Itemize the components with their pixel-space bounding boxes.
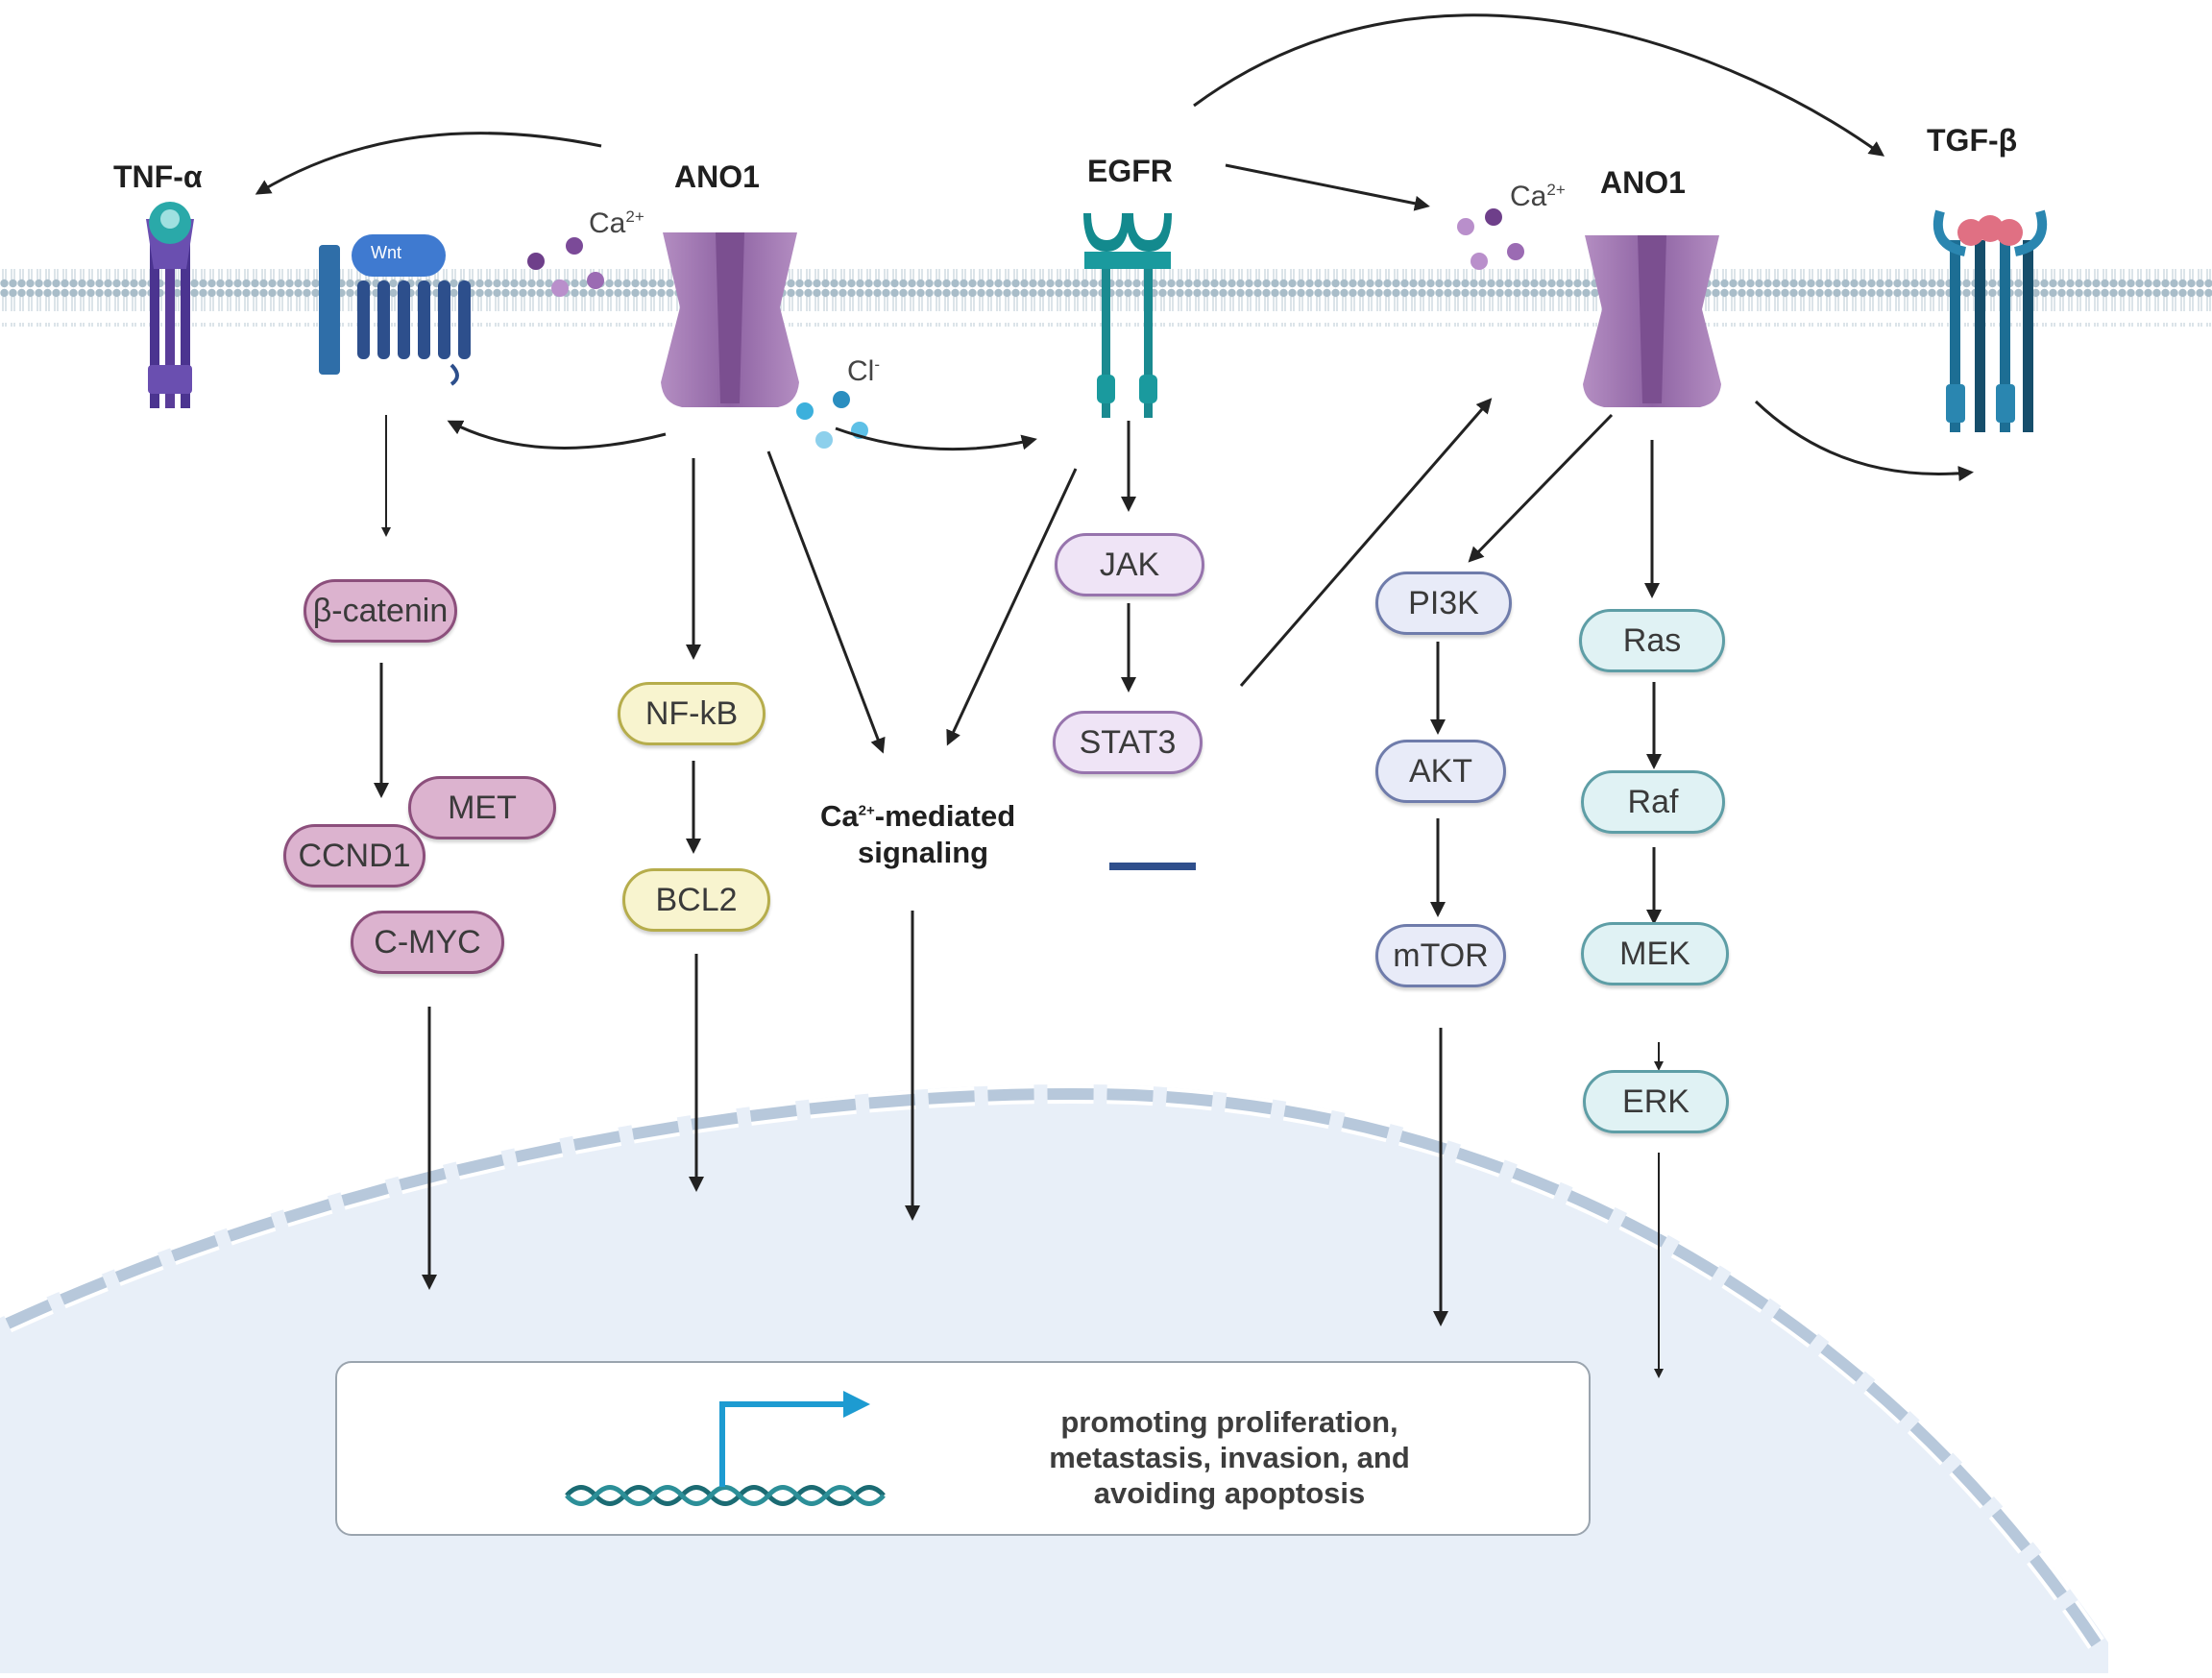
- scale-marker: [1109, 863, 1196, 870]
- calcium-label-right: Ca2+: [1510, 181, 1566, 212]
- calcium-ions-right: [1457, 208, 1524, 270]
- ano1-left-channel-icon: [661, 232, 799, 407]
- transcription-arrow-icon: [719, 1391, 870, 1487]
- beta-catenin-node: β-catenin: [304, 579, 457, 643]
- outcome-line3: avoiding apoptosis: [1093, 1476, 1366, 1510]
- erk-node: ERK: [1583, 1070, 1729, 1133]
- wnt-frizzled-receptor-icon: [319, 234, 471, 386]
- ca-signaling-label-line2: signaling: [858, 836, 989, 869]
- outcome-line2: metastasis, invasion, and: [1049, 1441, 1410, 1474]
- chloride-ions: [796, 391, 868, 449]
- akt-node: AKT: [1375, 740, 1506, 803]
- raf-node: Raf: [1581, 770, 1725, 834]
- ras-node: Ras: [1579, 609, 1725, 672]
- ano1-right-label: ANO1: [1600, 165, 1686, 200]
- met-node: MET: [408, 776, 556, 839]
- pi3k-node: PI3K: [1375, 571, 1512, 635]
- wnt-label: Wnt: [371, 243, 402, 262]
- tgf-beta-receptor-icon: [1932, 209, 2048, 432]
- stat3-node: STAT3: [1053, 711, 1203, 774]
- egfr-receptor-icon: [1083, 213, 1172, 418]
- calcium-label-left: Ca2+: [589, 207, 644, 239]
- tnf-alpha-label: TNF-α: [113, 159, 203, 194]
- jak-node: JAK: [1055, 533, 1204, 596]
- outcome-line1: promoting proliferation,: [1060, 1405, 1398, 1439]
- dna-helix-icon: [565, 1485, 886, 1506]
- outcome-text: promoting proliferation, metastasis, inv…: [999, 1404, 1460, 1511]
- ca-signaling-label-line1: Ca2+-mediated: [820, 799, 1016, 833]
- c-myc-node: C-MYC: [351, 911, 504, 974]
- ano1-left-label: ANO1: [674, 159, 760, 194]
- mek-node: MEK: [1581, 922, 1729, 985]
- tgf-beta-label: TGF-β: [1927, 123, 2018, 158]
- ccnd1-node: CCND1: [283, 824, 425, 888]
- chloride-label: Cl-: [847, 355, 881, 387]
- ano1-right-channel-icon: [1583, 235, 1721, 407]
- arrows: [255, 13, 1974, 1378]
- egfr-label: EGFR: [1087, 154, 1173, 188]
- nf-kb-node: NF-kB: [618, 682, 766, 745]
- calcium-ions-left: [527, 237, 604, 297]
- mtor-node: mTOR: [1375, 924, 1506, 987]
- bcl2-node: BCL2: [622, 868, 770, 932]
- tnf-alpha-receptor-icon: [146, 202, 194, 408]
